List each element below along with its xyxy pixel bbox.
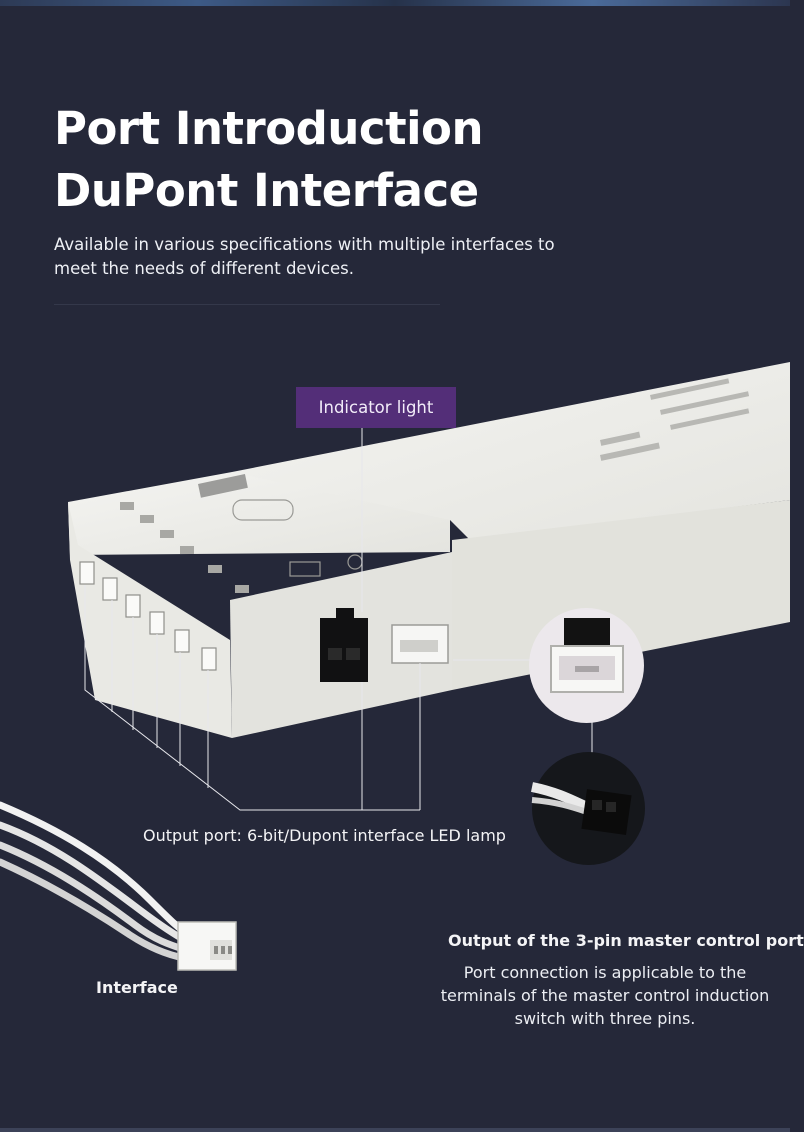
page-subtitle: Available in various specifications with… <box>54 235 555 278</box>
master-control-port <box>320 618 368 682</box>
interface-label: Interface <box>96 978 178 997</box>
cable-with-connector <box>0 801 237 971</box>
callout-lines <box>84 428 593 811</box>
output-port-label: Output port: 6-bit/Dupont interface LED … <box>143 826 506 845</box>
pin-number-marks <box>120 502 249 593</box>
bottom-decorative-strip <box>0 1128 790 1132</box>
indicator-light-tag: Indicator light <box>296 387 456 428</box>
controller-body-top <box>232 362 790 545</box>
zoom-connector-plug <box>530 752 645 865</box>
zoom-master-port-front <box>529 608 644 723</box>
master-control-port-label: Output of the 3-pin master control port <box>448 931 804 950</box>
master-control-port-description: Port connection is applicable to the ter… <box>440 963 770 1028</box>
page-title-line1: Port Introduction <box>54 102 483 155</box>
top-printed-text <box>600 378 750 461</box>
top-decorative-strip <box>0 0 790 6</box>
decorative-divider <box>54 304 440 305</box>
grey-switch <box>197 474 248 498</box>
page-title-line2: DuPont Interface <box>54 164 479 217</box>
